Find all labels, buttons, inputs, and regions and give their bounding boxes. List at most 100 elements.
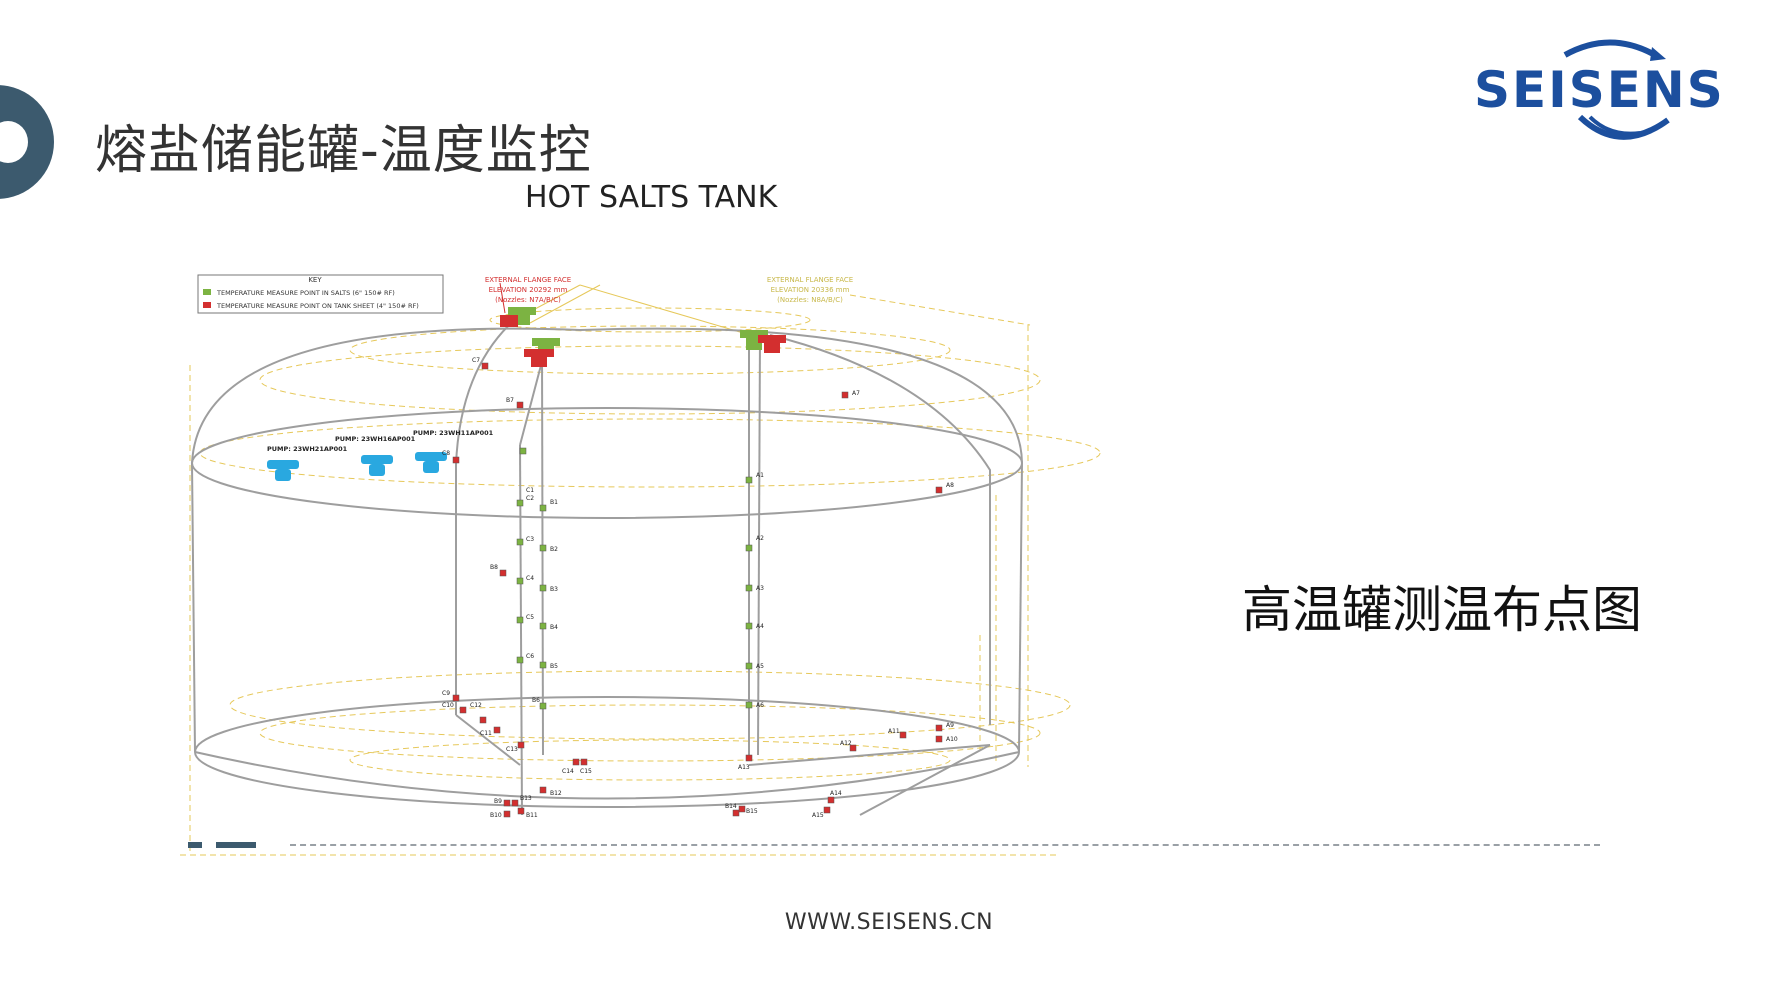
flange-red-title: EXTERNAL FLANGE FACE <box>485 276 571 284</box>
pump-icon <box>415 452 447 473</box>
label-B12: B12 <box>550 790 562 797</box>
label-A4: A4 <box>756 623 764 630</box>
pumps: PUMP: 23WH21AP001 PUMP: 23WH16AP001 PUMP… <box>267 429 494 481</box>
label-B15: B15 <box>746 808 758 815</box>
label-C6: C6 <box>526 653 534 660</box>
label-C3: C3 <box>526 536 534 543</box>
page-title: 熔盐储能罐-温度监控 <box>95 121 592 181</box>
point-B13 <box>511 799 519 807</box>
point-A6 <box>745 701 753 709</box>
pump-label-3: PUMP: 23WH11AP001 <box>413 429 494 437</box>
seisens-logo: SEISENS <box>1470 25 1723 145</box>
pump-icon <box>361 455 393 476</box>
flange-red-elevation: ELEVATION 20292 mm <box>489 286 568 294</box>
label-C14: C14 <box>562 768 574 775</box>
point-B2 <box>539 544 547 552</box>
point-B6 <box>539 702 547 710</box>
label-B10: B10 <box>490 812 502 819</box>
point-B10 <box>503 810 511 818</box>
point-C4 <box>516 577 524 585</box>
label-C13: C13 <box>506 746 518 753</box>
label-C12: C12 <box>470 702 482 709</box>
point-A1 <box>745 476 753 484</box>
footer-url: WWW.SEISENS.CN <box>784 910 994 935</box>
label-A15: A15 <box>812 812 824 819</box>
point-C14 <box>572 758 580 766</box>
label-A5: A5 <box>756 663 764 670</box>
accent-circle <box>0 85 54 199</box>
label-A14: A14 <box>830 790 842 797</box>
label-B13: B13 <box>520 795 532 802</box>
label-B11: B11 <box>526 812 538 819</box>
label-A6: A6 <box>756 702 764 709</box>
label-B8: B8 <box>490 564 498 571</box>
legend-item-red: TEMPERATURE MEASURE POINT ON TANK SHEET … <box>216 302 419 310</box>
point-B3 <box>539 584 547 592</box>
nozzle-green-1 <box>508 307 536 325</box>
label-A7: A7 <box>852 390 860 397</box>
point-C12 <box>479 716 487 724</box>
point-A3 <box>745 584 753 592</box>
tank-outline <box>191 327 1023 808</box>
label-B4: B4 <box>550 624 558 631</box>
divider-mark <box>188 842 202 848</box>
green-point-labels: C1 C2 C3 C4 C5 C6 B1 B2 B3 B4 B5 B6 A1 A… <box>526 472 764 709</box>
measurement-lines <box>455 314 991 816</box>
point-C7 <box>481 362 489 370</box>
point-C11 <box>493 726 501 734</box>
label-C8: C8 <box>442 450 450 457</box>
label-A1: A1 <box>756 472 764 479</box>
label-B5: B5 <box>550 663 558 670</box>
point-A2 <box>745 544 753 552</box>
point-C8 <box>452 456 460 464</box>
red-flange-leaders <box>499 282 506 314</box>
point-B4 <box>539 622 547 630</box>
point-C1 <box>519 447 527 455</box>
point-C3 <box>516 538 524 546</box>
pump-label-2: PUMP: 23WH16AP001 <box>335 435 416 443</box>
divider-mark <box>216 842 256 848</box>
point-C9 <box>452 694 460 702</box>
diagram-title: HOT SALTS TANK <box>525 180 778 215</box>
legend-swatch-red <box>203 302 211 308</box>
flange-label-green: EXTERNAL FLANGE FACE ELEVATION 20336 mm … <box>767 276 853 304</box>
label-B3: B3 <box>550 586 558 593</box>
point-B1 <box>539 504 547 512</box>
point-C10 <box>459 706 467 714</box>
label-C5: C5 <box>526 614 534 621</box>
point-B15 <box>738 805 746 813</box>
point-C13 <box>517 741 525 749</box>
label-C11: C11 <box>480 730 492 737</box>
point-B12 <box>539 786 547 794</box>
label-C10: C10 <box>442 702 454 709</box>
label-A11: A11 <box>888 728 900 735</box>
point-B5 <box>539 661 547 669</box>
point-A11 <box>899 731 907 739</box>
pump-icon <box>267 460 299 481</box>
pump-label-1: PUMP: 23WH21AP001 <box>267 445 348 453</box>
point-A10 <box>935 735 943 743</box>
point-B14 <box>732 809 740 817</box>
green-points <box>516 447 753 710</box>
point-B8 <box>499 569 507 577</box>
point-C6 <box>516 656 524 664</box>
point-C15 <box>580 758 588 766</box>
label-B1: B1 <box>550 499 558 506</box>
label-A8: A8 <box>946 482 954 489</box>
label-A12: A12 <box>840 740 852 747</box>
point-A9 <box>935 724 943 732</box>
red-points <box>452 362 943 818</box>
legend-swatch-green <box>203 289 211 295</box>
point-B7 <box>516 401 524 409</box>
point-A13 <box>745 754 753 762</box>
nozzle-red-2 <box>524 349 554 367</box>
red-point-labels: C7 C8 B7 B8 A7 A8 C9 C10 C11 C12 C13 C14… <box>442 357 958 819</box>
label-B2: B2 <box>550 546 558 553</box>
label-B14: B14 <box>725 803 737 810</box>
legend-title: KEY <box>308 276 322 284</box>
point-B9 <box>503 799 511 807</box>
label-C1: C1 <box>526 487 534 494</box>
label-A2: A2 <box>756 535 764 542</box>
flange-green-nozzles: (Nozzles: N8A/B/C) <box>777 296 843 304</box>
hot-salts-tank-diagram: KEY TEMPERATURE MEASURE POINT IN SALTS (… <box>180 274 1101 856</box>
